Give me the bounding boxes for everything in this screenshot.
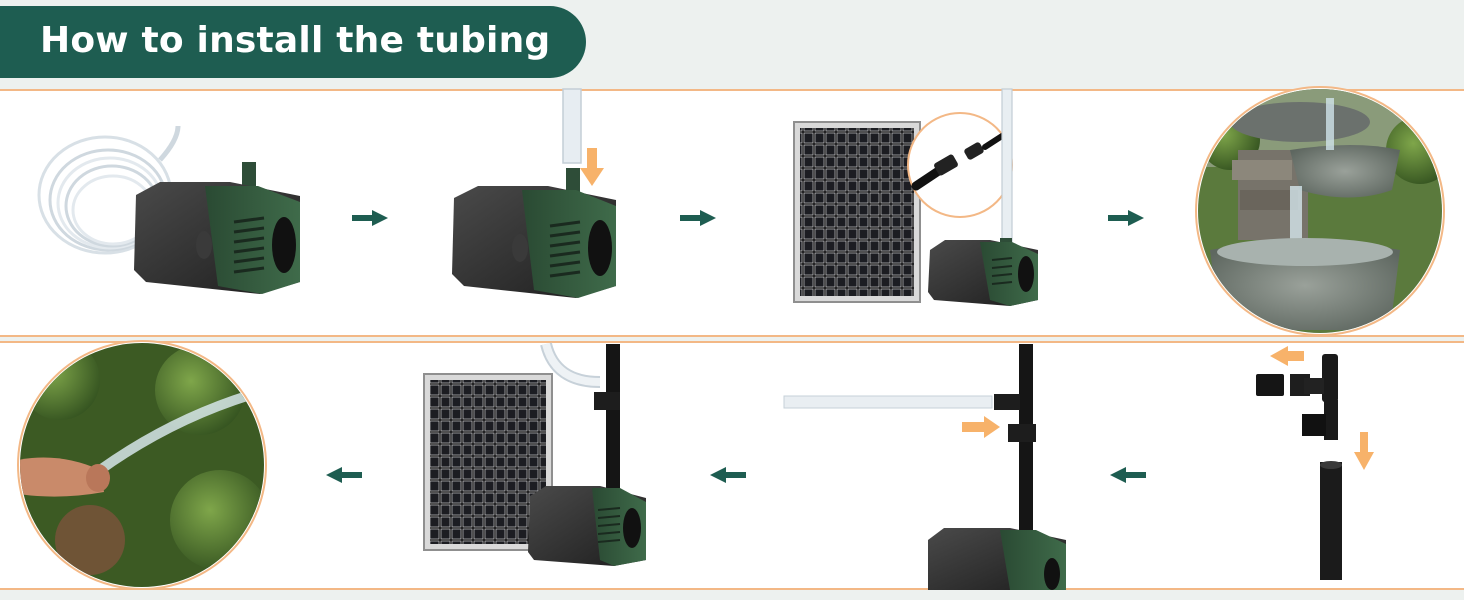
pump-icon (528, 486, 646, 566)
pump-icon (928, 528, 1066, 590)
page-title: How to install the tubing (40, 20, 551, 61)
pump-icon (928, 238, 1038, 306)
connector-zoom-icon (907, 112, 1013, 218)
next-arrow-icon (680, 210, 716, 226)
tube-insert-icon (562, 88, 604, 186)
next-arrow-icon (352, 210, 388, 226)
watering-photo (17, 340, 267, 590)
fountain-photo (1195, 86, 1445, 336)
t-connector-icon (1256, 346, 1374, 470)
extension-pipe-icon (1320, 461, 1342, 580)
prev-arrow-icon (326, 467, 362, 483)
side-tube-icon (783, 395, 1000, 438)
solar-panel-icon (793, 121, 921, 303)
pipe-icon (594, 344, 620, 494)
vertical-tube-icon (1001, 88, 1013, 248)
prev-arrow-icon (1110, 467, 1146, 483)
prev-arrow-icon (710, 467, 746, 483)
solar-panel-icon (423, 373, 553, 551)
pipe-icon (994, 344, 1036, 544)
pump-icon (134, 162, 300, 294)
next-arrow-icon (1108, 210, 1144, 226)
pump-icon (452, 168, 616, 298)
title-banner: How to install the tubing (0, 6, 586, 78)
bent-tube-icon (540, 342, 601, 388)
